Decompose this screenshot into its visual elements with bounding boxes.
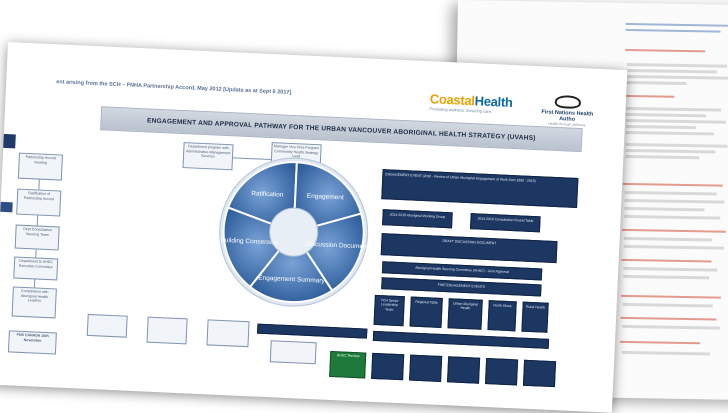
engagement-event-box: ENGAGEMENT EVENT (2016 - Review of Urban… [381,169,579,208]
bottom-dark-box [371,352,405,381]
wheel-label-consensus: Building Consensus [220,237,278,247]
left-process-box: FNS CANADA 15th November [7,330,57,355]
bottom-process-box [206,319,250,348]
wheel-label-summary: Engagement Summary [258,275,325,285]
wheel-label-discussion: Discussion Document [306,241,369,251]
bottom-process-box [146,316,188,345]
left-process-box: Partnership Accord meeting [17,152,63,181]
bottom-dark-box [409,354,443,382]
bottom-dark-box [522,359,557,388]
bottom-stakeholder-box: Rural Health [521,301,549,333]
left-process-box: Dept Consultation Steering Team [14,224,60,251]
engagement-events-box: FINE ENGAGEMENT EVENTS [381,277,542,297]
bottom-process-box [269,340,317,365]
bottom-dark-box [484,358,519,386]
coastal-health-logo: CoastalHealth Promoting wellness. Ensuri… [429,91,513,115]
bottom-stakeholder-box: North Shore [487,300,517,332]
draft-document-box: DRAFT DISCUSSION DOCUMENT [380,233,558,264]
front-document-page: ent arising from the SCH – FNHA Partners… [0,42,628,413]
bottom-stakeholder-box: Urban Aboriginal Health [447,298,483,330]
fnha-logo: First Nations Health Autho Health throug… [535,94,600,128]
wheel-segment-summary [248,230,334,304]
wheel-label-engagement: Engagement [307,193,344,202]
wheel-label-ratification: Ratification [251,190,284,198]
left-process-box: Ratification of Partnership Accord [16,188,62,217]
bottom-process-box [86,313,128,338]
leadership-meeting-box [257,323,368,339]
left-process-box: Department to AHDC Executive Committee [13,256,59,281]
fnha-mark-icon [554,94,582,110]
ahsc-meeting-box [372,330,550,349]
left-color-tab [0,201,13,213]
green-review-box: AHSC Review [329,350,367,379]
left-process-box: Consultation with Aboriginal Health Lead… [11,286,57,319]
working-group-box: 2014-2015 Aboriginal Working Group [382,209,453,229]
bottom-stakeholder-box: Regional Table [409,296,443,328]
bottom-stakeholder-box: VCH Senior Leadership Team [373,294,405,327]
round-table-box: 2014-2016 Consultation Round Table [469,213,541,233]
document-header: ent arising from the SCH – FNHA Partners… [56,79,292,96]
left-color-tab [0,133,16,149]
bottom-dark-box [447,356,481,384]
engagement-cycle-diagram: Ratification Engagement Discussion Docum… [210,150,377,315]
